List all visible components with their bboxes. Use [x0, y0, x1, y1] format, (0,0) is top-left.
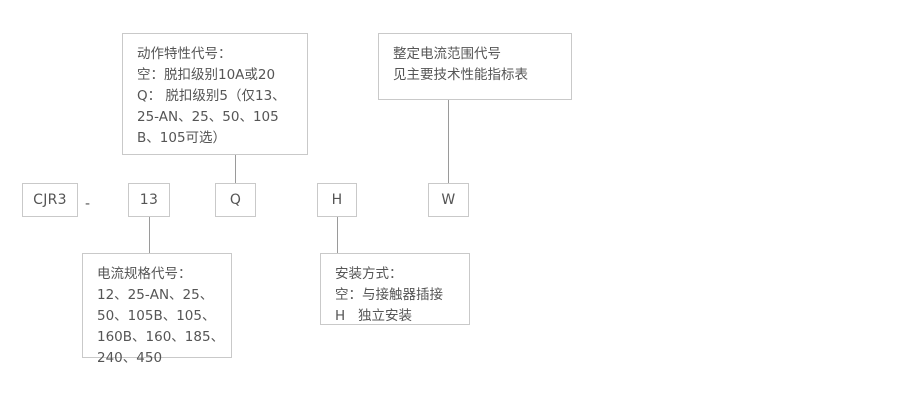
current-range-note-line-1: 整定电流范围代号 — [393, 46, 501, 62]
code-box-current-spec-label: 13 — [139, 192, 159, 208]
current-spec-note-line-5: 240、450 — [97, 350, 163, 366]
code-box-current-range[interactable]: W — [428, 183, 469, 217]
action-characteristic-note-line-1: 动作特性代号： — [137, 46, 232, 62]
code-box-action-characteristic-label: Q — [229, 192, 242, 208]
code-box-current-range-label: W — [441, 192, 456, 208]
connector-action-characteristic — [235, 155, 236, 183]
current-range-note: 整定电流范围代号 见主要技术性能指标表 — [378, 33, 572, 100]
mounting-note-line-2: 空：与接触器插接 — [335, 287, 443, 303]
code-separator-dash: - — [85, 196, 91, 212]
code-box-mounting[interactable]: H — [317, 183, 357, 217]
code-box-mounting-label: H — [331, 192, 343, 208]
current-spec-note: 电流规格代号： 12、25-AN、25、 50、105B、105、 160B、1… — [82, 253, 232, 366]
code-box-series-label: CJR3 — [33, 192, 67, 208]
action-characteristic-note: 动作特性代号： 空：脱扣级别10A或20 Q： 脱扣级别5（仅13、 25-AN… — [122, 33, 308, 155]
current-spec-note-line-1: 电流规格代号： — [97, 266, 192, 282]
action-characteristic-note-line-3: Q： 脱扣级别5（仅13、 — [137, 88, 286, 104]
code-box-action-characteristic[interactable]: Q — [215, 183, 256, 217]
connector-mounting — [337, 217, 338, 253]
mounting-note-line-1: 安装方式： — [335, 266, 403, 282]
mounting-note: 安装方式： 空：与接触器插接 H 独立安装 — [320, 253, 470, 325]
mounting-note-line-3: H 独立安装 — [335, 308, 413, 324]
current-spec-note-line-2: 12、25-AN、25、 — [97, 287, 214, 303]
connector-current-range — [448, 100, 449, 183]
connector-current-spec — [149, 217, 150, 253]
code-box-series[interactable]: CJR3 — [22, 183, 78, 217]
current-spec-note-line-3: 50、105B、105、 — [97, 308, 216, 324]
code-box-current-spec[interactable]: 13 — [128, 183, 170, 217]
action-characteristic-note-line-2: 空：脱扣级别10A或20 — [137, 67, 276, 83]
action-characteristic-note-line-4: 25-AN、25、50、105 — [137, 109, 279, 125]
action-characteristic-note-line-5: B、105可选） — [137, 130, 227, 146]
current-spec-note-line-4: 160B、160、185、 — [97, 329, 225, 345]
current-range-note-line-2: 见主要技术性能指标表 — [393, 67, 528, 83]
